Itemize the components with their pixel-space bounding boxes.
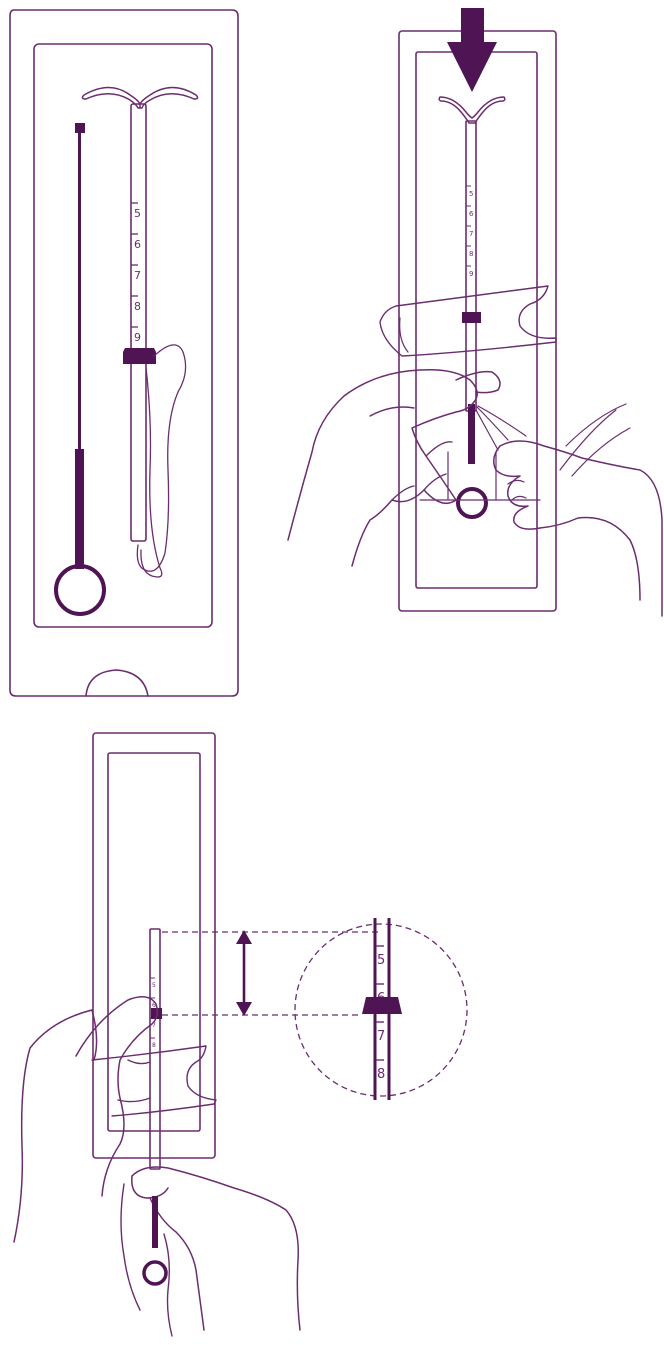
measure-right-lower <box>120 1183 173 1337</box>
plunger-rod <box>78 133 81 449</box>
threads-loop <box>140 367 163 578</box>
flange-slider <box>123 348 156 364</box>
plunger-top-cap <box>75 123 85 133</box>
measure-plunger <box>152 1196 158 1248</box>
panel-package: 5 6 7 8 9 <box>9 9 239 697</box>
right-hand-nail <box>507 479 527 501</box>
package-outline <box>9 9 239 697</box>
measure-left-fingers <box>117 1059 151 1103</box>
plunger-ring <box>54 564 106 616</box>
loading-threads <box>475 405 527 451</box>
measure-left-thumb <box>75 996 159 1197</box>
scale-label: 7 <box>152 1022 156 1029</box>
scale-label: 8 <box>134 300 141 313</box>
scale-label: 5 <box>469 190 473 198</box>
left-hand-thumb <box>455 370 501 394</box>
package-tray <box>33 43 213 628</box>
zoom-flange <box>362 997 402 1014</box>
scale-label: 8 <box>152 1042 156 1049</box>
measure-package-outline <box>92 732 216 1159</box>
scale-label: 9 <box>134 331 141 344</box>
down-arrow-icon <box>447 8 497 92</box>
scale-label: 6 <box>134 238 141 251</box>
threads <box>136 344 187 572</box>
zoom-circle <box>294 923 468 1097</box>
scale-label: 6 <box>469 210 474 218</box>
scale-label: 5 <box>134 207 141 220</box>
loading-threads-right <box>559 403 631 477</box>
right-hand <box>499 440 663 617</box>
panel-loading: 5 6 7 8 9 <box>287 8 663 617</box>
double-arrow-head-down <box>236 1002 252 1016</box>
package-finger-notch <box>85 669 149 697</box>
scale-label: 7 <box>134 269 141 282</box>
measure-sterile-cover <box>91 1045 217 1117</box>
scale-label: 7 <box>469 230 473 238</box>
iud-arms <box>81 86 199 109</box>
plunger-grip <box>75 449 84 569</box>
loading-plunger <box>468 404 475 464</box>
scale-label: 7 <box>377 1029 385 1044</box>
scale-label: 8 <box>469 250 473 258</box>
measure-right-hand <box>131 1166 301 1331</box>
scale-label: 5 <box>377 953 385 968</box>
measure-package-tray <box>107 752 201 1132</box>
loading-scale: 5 6 7 8 9 <box>466 185 474 278</box>
right-hand-fingers <box>493 445 641 601</box>
package-scale: 5 6 7 8 9 <box>131 202 141 344</box>
sterile-cover-fold <box>399 317 409 353</box>
loading-iud-arms <box>438 96 506 124</box>
left-hand-fingers <box>369 406 453 501</box>
scale-label: 6 <box>152 1002 156 1009</box>
inserter-tube <box>130 103 147 542</box>
scale-label: 9 <box>469 270 473 278</box>
scale-label: 8 <box>377 1067 385 1082</box>
loading-plunger-ring <box>456 487 488 519</box>
sterile-cover <box>379 285 557 357</box>
double-arrow-head-up <box>236 930 252 944</box>
measure-right-fingers <box>131 1175 205 1331</box>
measure-inserter-tube <box>149 928 161 1170</box>
scale-label: 5 <box>152 982 156 989</box>
loading-flange <box>462 312 481 323</box>
hand-icon <box>287 368 478 567</box>
measure-plunger-ring <box>142 1260 168 1286</box>
measure-left-hand <box>13 1009 98 1243</box>
